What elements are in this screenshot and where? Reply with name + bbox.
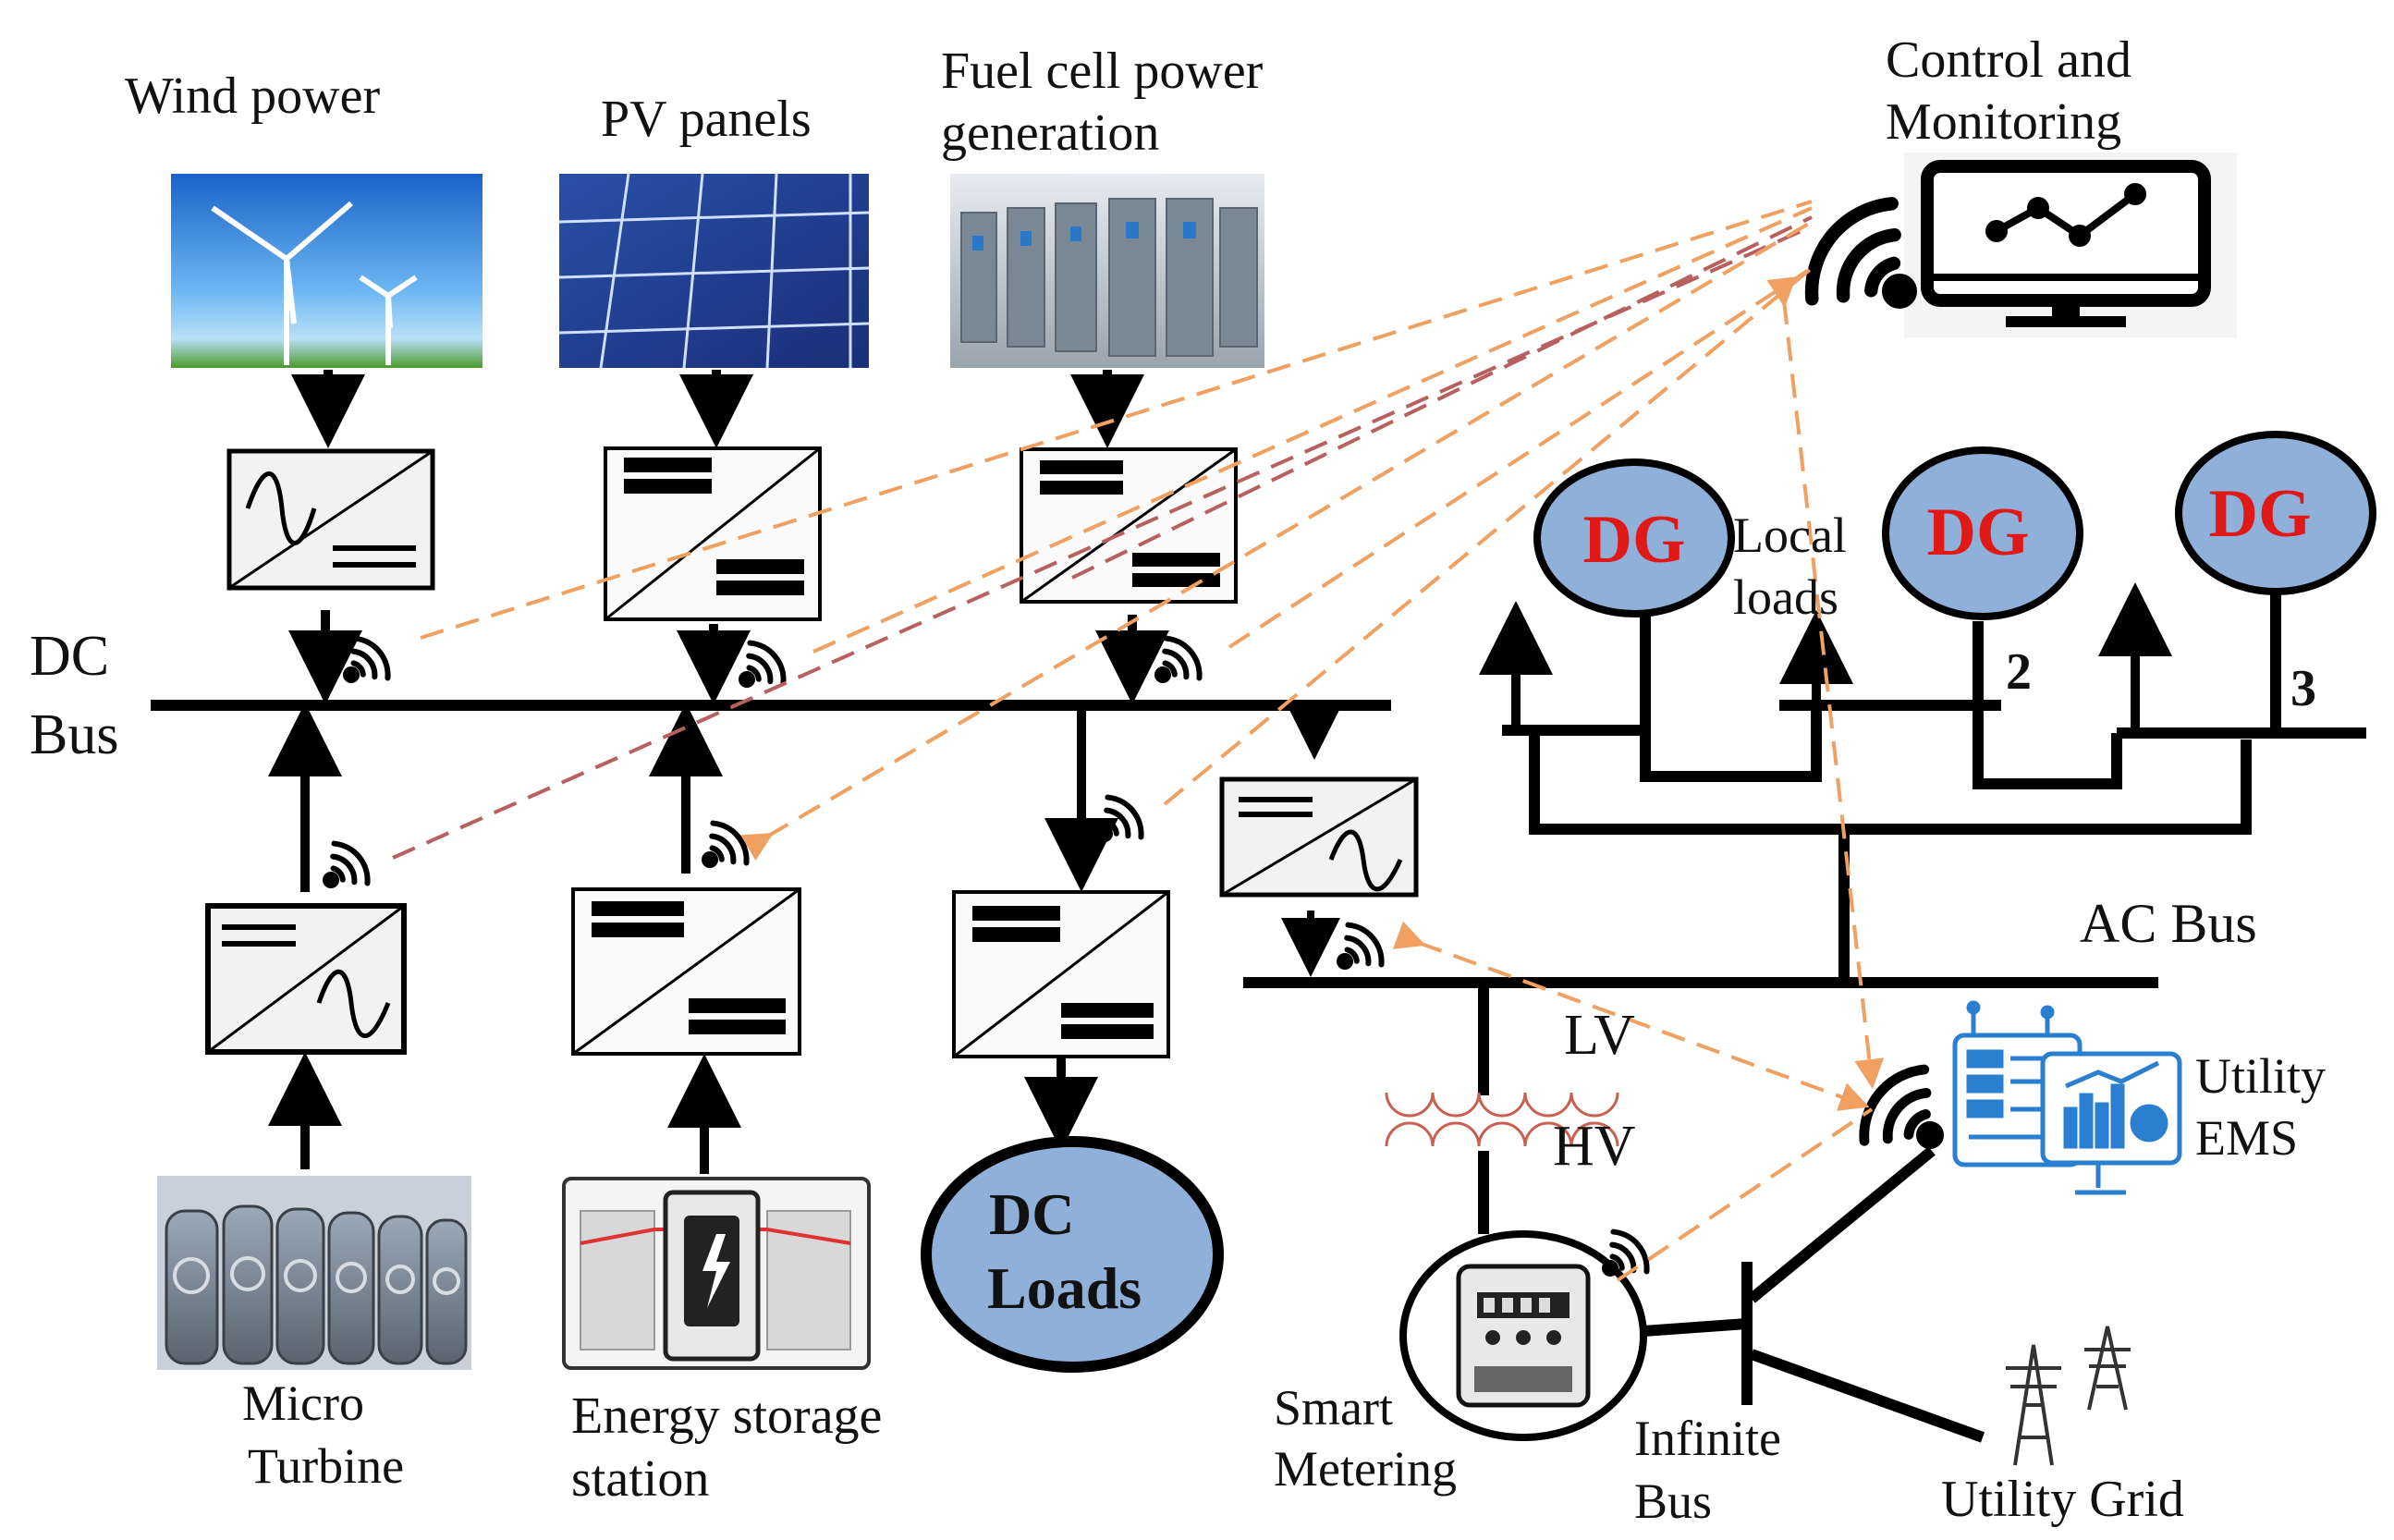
pv-panels-label: PV panels bbox=[601, 91, 812, 148]
ac-bus-label: AC Bus bbox=[2080, 893, 2257, 954]
infinite-bus-label-2: Bus bbox=[1634, 1473, 1713, 1529]
smart-metering-label-2: Metering bbox=[1274, 1441, 1457, 1497]
dc-bus-label-1: DC bbox=[30, 625, 110, 688]
dc-ac-inverter bbox=[1219, 776, 1419, 898]
smart-meter bbox=[1399, 1230, 1647, 1441]
fuel-cell-label-2: generation bbox=[941, 104, 1160, 162]
fuel-cell-image bbox=[950, 174, 1264, 368]
storage-dc-dc-converter bbox=[571, 887, 801, 1056]
utility-grid-label: Utility Grid bbox=[1941, 1471, 2184, 1528]
dg-3: DG bbox=[2175, 431, 2376, 595]
wireless-icons bbox=[323, 197, 1944, 1277]
wind-ac-dc-converter bbox=[226, 448, 435, 591]
energy-storage-label-2: station bbox=[571, 1450, 710, 1508]
hv-label: HV bbox=[1553, 1115, 1636, 1178]
micro-turbine-ac-dc-converter bbox=[205, 903, 407, 1055]
utility-ems-label-2: EMS bbox=[2195, 1110, 2299, 1166]
svg-text:DC: DC bbox=[989, 1181, 1074, 1247]
energy-storage-label-1: Energy storage bbox=[571, 1387, 883, 1445]
local-loads-label-2: loads bbox=[1733, 569, 1838, 625]
dc-loads: DC Loads bbox=[921, 1136, 1224, 1373]
dc-bus-label-2: Bus bbox=[30, 703, 119, 766]
svg-text:DG: DG bbox=[1927, 495, 2030, 570]
control-monitoring-label-2: Monitoring bbox=[1886, 93, 2122, 151]
dg-2: DG bbox=[1882, 446, 2083, 620]
smart-metering-label-1: Smart bbox=[1274, 1380, 1393, 1436]
dg2-number: 2 bbox=[2006, 643, 2032, 701]
local-loads-label-1: Local bbox=[1733, 507, 1847, 563]
infinite-bus-label-1: Infinite bbox=[1634, 1411, 1781, 1466]
control-monitoring-label-1: Control and bbox=[1886, 31, 2131, 89]
utility-ems-label-1: Utility bbox=[2195, 1048, 2327, 1104]
dc-loads-dc-dc-converter bbox=[952, 890, 1170, 1058]
svg-text:DG: DG bbox=[2209, 476, 2312, 552]
utility-grid-icon bbox=[2006, 1326, 2131, 1466]
fuel-cell-label-1: Fuel cell power bbox=[941, 43, 1264, 100]
micro-turbine-image bbox=[157, 1176, 471, 1370]
svg-text:Loads: Loads bbox=[987, 1255, 1142, 1321]
pv-panels-image bbox=[558, 173, 870, 369]
micro-turbine-label-2: Turbine bbox=[248, 1438, 405, 1494]
dg3-number: 3 bbox=[2290, 660, 2316, 717]
wind-power-image bbox=[171, 174, 482, 368]
energy-storage-image bbox=[562, 1177, 871, 1370]
utility-ems-icon bbox=[1952, 1000, 2182, 1195]
svg-text:DG: DG bbox=[1583, 502, 1686, 578]
pv-dc-dc-converter bbox=[604, 446, 822, 621]
infinite-bus-wiring bbox=[1643, 1146, 1985, 1443]
micro-turbine-label-1: Micro bbox=[242, 1375, 364, 1431]
wind-power-label: Wind power bbox=[125, 67, 381, 125]
lv-label: LV bbox=[1564, 1004, 1635, 1067]
dg-1: DG bbox=[1533, 458, 1735, 617]
dc-bus-wiring bbox=[151, 370, 1391, 1174]
monitor-icon bbox=[1904, 153, 2237, 337]
fuel-cell-dc-dc-converter bbox=[1020, 447, 1238, 604]
communication-links bbox=[392, 200, 1885, 1282]
